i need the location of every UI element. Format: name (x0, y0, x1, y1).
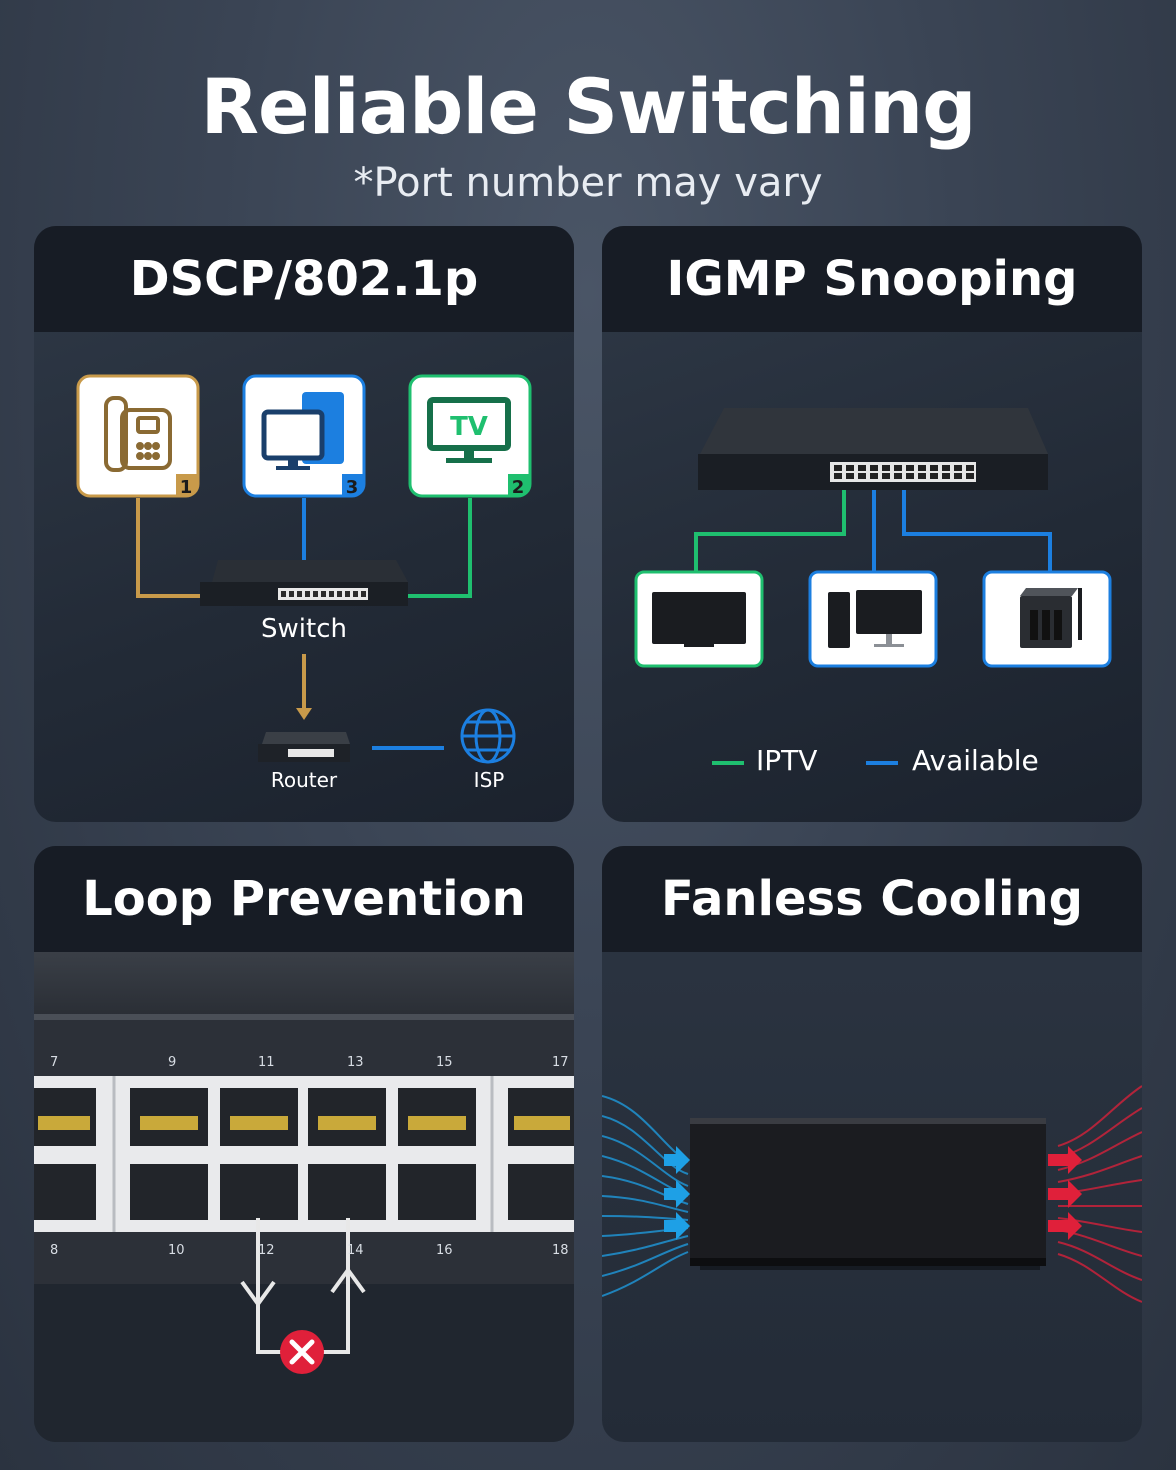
tv-icon-label: TV (450, 412, 488, 442)
port-number-label: 15 (436, 1055, 453, 1070)
tv-card: TV 2 (408, 374, 532, 498)
router-icon (258, 732, 350, 762)
computer-icon (828, 590, 922, 648)
nas-link (902, 490, 1052, 572)
phone-card: 1 (76, 374, 200, 498)
port-number-label: 18 (552, 1243, 569, 1258)
cool-arrows (664, 1146, 690, 1240)
nas-icon (1020, 588, 1082, 648)
page-title: Reliable Switching (200, 62, 977, 151)
computer-badge: 3 (346, 477, 359, 498)
globe-icon (460, 708, 516, 764)
nas-card (982, 570, 1112, 668)
fanless-panel: Fanless Cooling (602, 846, 1142, 1442)
fanless-diagram (602, 1085, 1142, 1303)
port-number-label: 14 (347, 1243, 364, 1258)
tv-badge: 2 (512, 477, 525, 498)
switch-icon (698, 408, 1048, 490)
isp-label: ISP (473, 768, 505, 792)
port-number-label: 8 (50, 1243, 58, 1258)
port-number-label: 10 (168, 1243, 185, 1258)
computer-card: 3 (242, 374, 366, 498)
iptv-link (694, 490, 846, 572)
fanless-title: Fanless Cooling (602, 846, 1142, 952)
computer-icon (261, 392, 344, 470)
switch-icon (200, 560, 408, 606)
iptv-legend-swatch (712, 761, 744, 765)
port-number-label: 9 (168, 1055, 176, 1070)
bottom-port-row (34, 1164, 574, 1220)
phone-badge: 1 (180, 477, 193, 498)
tv-card (634, 570, 764, 668)
loop-panel: Loop Prevention (34, 846, 574, 1442)
port-number-label: 7 (50, 1055, 58, 1070)
port-number-label: 13 (347, 1055, 364, 1070)
loop-diagram: 7 9 11 13 15 17 8 10 12 14 16 18 (34, 952, 574, 1442)
phone-icon (104, 396, 172, 472)
igmp-panel: IGMP Snooping (602, 226, 1142, 822)
loop-title: Loop Prevention (34, 846, 574, 952)
iptv-legend-label: IPTV (756, 744, 818, 777)
phone-link (136, 498, 204, 598)
available-legend-swatch (866, 761, 898, 765)
tv-icon (652, 592, 746, 644)
igmp-title: IGMP Snooping (602, 226, 1142, 332)
switch-device (690, 1118, 1046, 1270)
igmp-diagram (634, 408, 1112, 765)
blocked-icon (280, 1330, 324, 1374)
port-number-label: 12 (258, 1243, 275, 1258)
dscp-panel: DSCP/802.1p 1 (34, 226, 574, 822)
tv-link (406, 498, 472, 598)
hot-arrows (1048, 1146, 1082, 1240)
router-link-arrow (296, 708, 312, 720)
tv-icon: TV (427, 397, 511, 463)
port-number-label: 11 (258, 1055, 275, 1070)
dscp-diagram: 1 3 TV 2 (76, 374, 532, 764)
port-number-label: 16 (436, 1243, 453, 1258)
port-number-label: 17 (552, 1055, 569, 1070)
page-subtitle: *Port number may vary (353, 160, 823, 206)
router-label: Router (270, 768, 338, 792)
available-legend-label: Available (912, 744, 1039, 777)
computer-card (808, 570, 938, 668)
dscp-title: DSCP/802.1p (34, 226, 574, 332)
switch-label: Switch (261, 614, 347, 644)
